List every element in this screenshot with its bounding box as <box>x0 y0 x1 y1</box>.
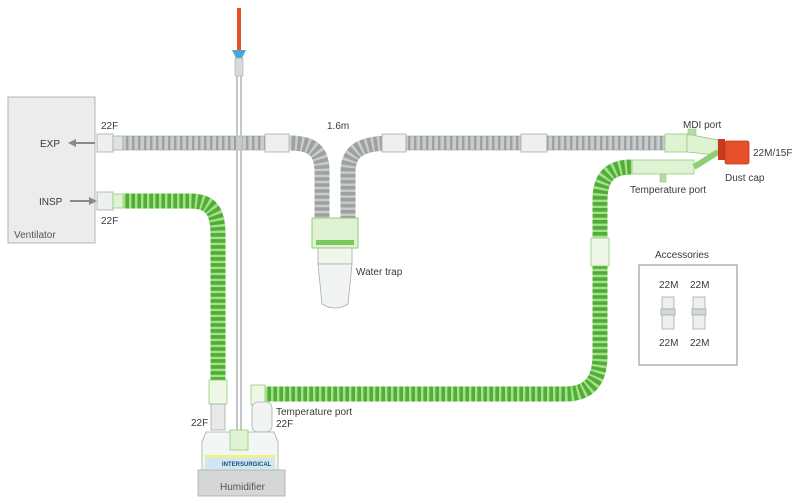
humidifier: INTERSURGICAL Humidifier <box>197 429 286 497</box>
inspiratory-tube-to-humidifier <box>96 191 228 431</box>
exp-connector-label: 22F <box>101 121 118 132</box>
dust-cap <box>718 139 750 165</box>
insp-connector-label: 22F <box>101 216 118 227</box>
expiratory-limb <box>96 133 668 222</box>
humidifier-base <box>197 469 286 497</box>
brand-label: INTERSURGICAL <box>222 462 272 468</box>
insp-label: INSP <box>39 197 63 208</box>
exp-label: EXP <box>40 139 60 150</box>
insp-arrow-icon <box>70 197 97 205</box>
temperature-port-top-label: Temperature port <box>630 185 706 196</box>
humidifier-out-connector-label: 22F <box>276 419 293 430</box>
dust-cap-label: Dust cap <box>725 173 765 184</box>
humidifier-in-connector-label: 22F <box>191 418 208 429</box>
accessories-box <box>638 264 738 366</box>
accessory-2-top-label: 22M <box>690 280 709 291</box>
humidifier-label: Humidifier <box>220 482 266 493</box>
length-label: 1.6m <box>327 121 349 132</box>
ventilator-title: Ventilator <box>14 230 56 241</box>
accessories-title: Accessories <box>655 250 709 261</box>
mdi-port-label: MDI port <box>683 120 722 131</box>
patient-connector-label: 22M/15F <box>753 148 792 159</box>
exp-arrow-icon <box>68 139 95 147</box>
accessory-connector-1: 22M 22M <box>659 280 678 349</box>
accessory-connector-2: 22M 22M <box>690 280 709 349</box>
water-trap <box>311 217 359 309</box>
accessories-panel: Accessories 22M 22M 22M 22M <box>638 250 738 366</box>
accessory-1-bottom-label: 22M <box>659 338 678 349</box>
temperature-port-bottom-label: Temperature port <box>276 407 352 418</box>
temperature-probe-wire <box>232 8 246 438</box>
water-trap-label: Water trap <box>356 267 403 278</box>
accessory-2-bottom-label: 22M <box>690 338 709 349</box>
accessory-1-top-label: 22M <box>659 280 678 291</box>
ventilator: Ventilator EXP INSP <box>7 96 97 244</box>
ventilator-box <box>7 96 96 244</box>
inspiratory-tube-to-patient <box>250 159 633 433</box>
